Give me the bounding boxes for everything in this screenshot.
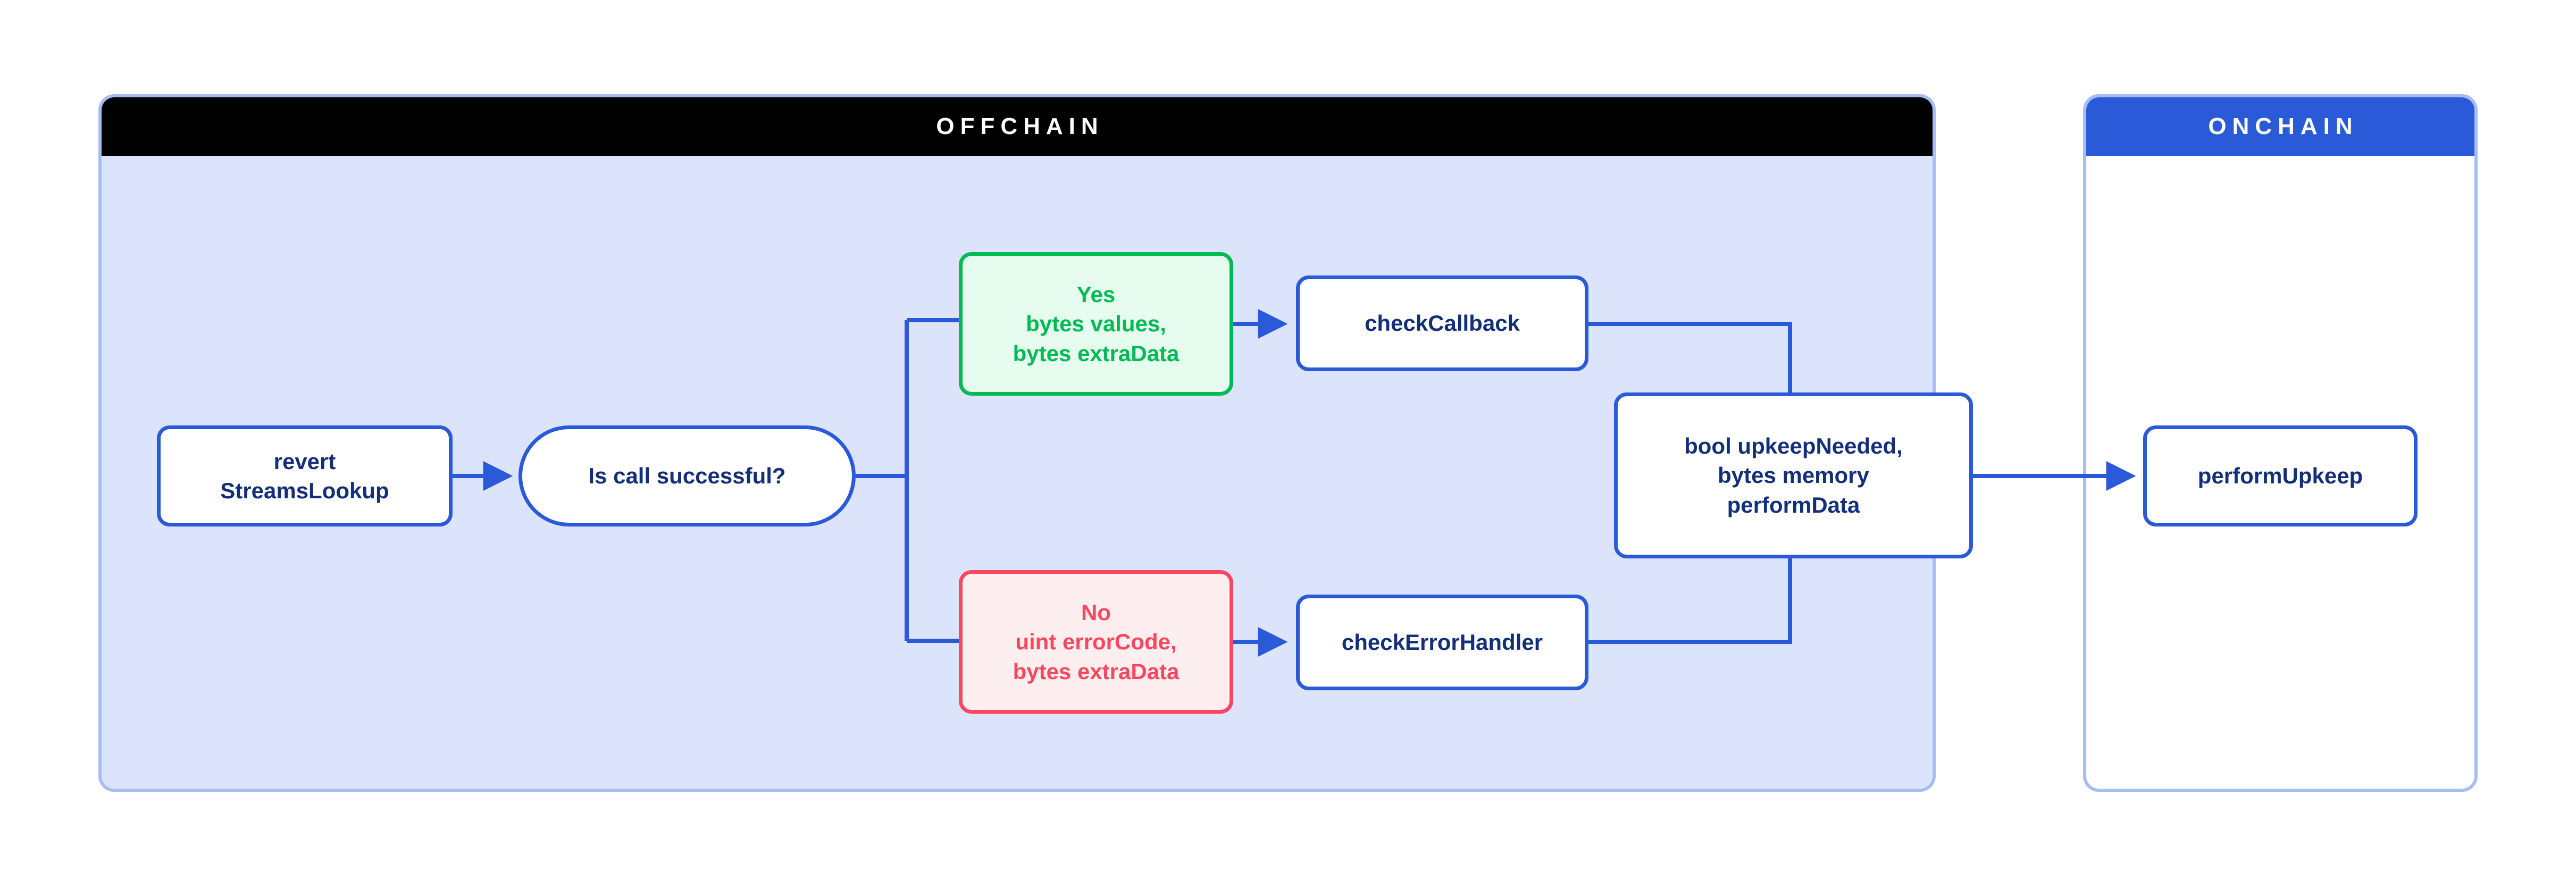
node-perform-upkeep[interactable]: performUpkeep bbox=[2143, 425, 2418, 526]
node-upkeep-needed-perform-data[interactable]: bool upkeepNeeded, bytes memory performD… bbox=[1614, 392, 1973, 558]
node-check-callback[interactable]: checkCallback bbox=[1296, 275, 1588, 371]
node-check-error-handler[interactable]: checkErrorHandler bbox=[1296, 595, 1588, 690]
node-is-call-successful[interactable]: Is call successful? bbox=[518, 425, 856, 526]
node-yes-branch[interactable]: Yes bytes values, bytes extraData bbox=[959, 252, 1233, 396]
offchain-panel-header: OFFCHAIN bbox=[102, 97, 1933, 156]
onchain-panel-header: ONCHAIN bbox=[2086, 97, 2474, 156]
node-no-branch[interactable]: No uint errorCode, bytes extraData bbox=[959, 570, 1233, 714]
node-revert-streamslookup[interactable]: revert StreamsLookup bbox=[157, 425, 453, 526]
